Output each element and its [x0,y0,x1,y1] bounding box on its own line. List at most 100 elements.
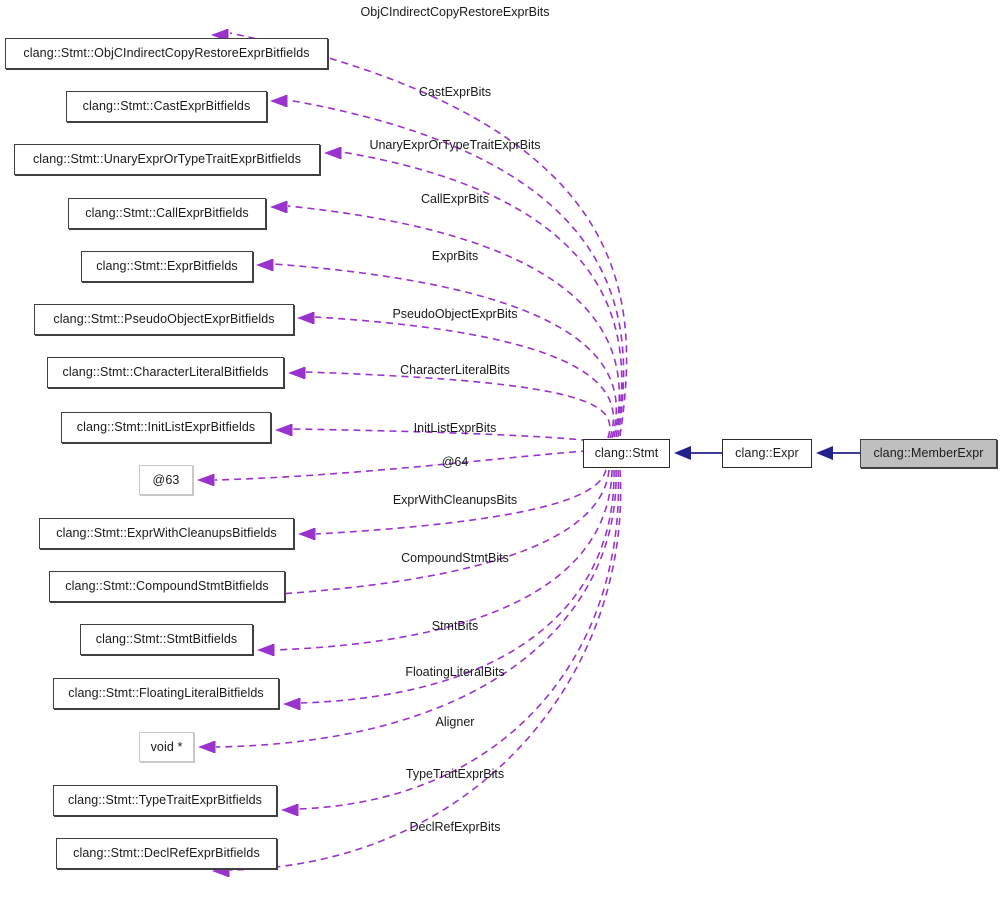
class-node-label: clang::Stmt::ExprWithCleanupsBitfields [56,526,277,541]
class-node-label: clang::Stmt [594,446,659,461]
usage-edge [305,371,611,439]
class-node-label: clang::Stmt::DeclRefExprBitfields [73,846,260,861]
usage-edge [246,469,610,597]
class-node-at63[interactable]: @63 [139,465,193,495]
usage-edge [315,469,607,535]
edge-label-typetrait: TypeTraitExprBits [405,766,505,781]
usage-edge [229,32,628,437]
usage-edge-layer [214,32,628,871]
class-node-unary[interactable]: clang::Stmt::UnaryExprOrTypeTraitExprBit… [14,144,320,175]
edge-label-unary: UnaryExprOrTypeTraitExprBits [369,137,541,152]
edge-label-initlist: InitListExprBits [413,420,497,435]
usage-arrow-bar-icon [271,259,274,271]
usage-arrow-bar-icon [285,95,288,107]
usage-edge [300,469,615,704]
usage-edge [229,469,622,871]
usage-arrow-bar-icon [212,474,215,486]
class-node-label: clang::Expr [735,446,799,461]
usage-arrowhead-icon [275,424,291,436]
class-node-label: clang::Stmt::PseudoObjectExprBitfields [53,312,275,327]
usage-arrowhead-icon [198,741,214,753]
usage-arrowhead-icon [281,804,297,816]
usage-arrowhead-icon [270,95,286,107]
edge-label-voidptr: Aligner [435,714,475,729]
class-node-ewc[interactable]: clang::Stmt::ExprWithCleanupsBitfields [39,518,294,549]
usage-arrow-bar-icon [298,698,301,710]
class-node-label: clang::Stmt::CompoundStmtBitfields [65,579,269,594]
inheritance-edge-layer [674,446,860,460]
edge-label-objc: ObjCIndirectCopyRestoreExprBits [360,4,550,19]
edge-label-compound: CompoundStmtBits [401,550,509,565]
class-node-floatlit[interactable]: clang::Stmt::FloatingLiteralBitfields [53,678,279,709]
class-node-call[interactable]: clang::Stmt::CallExprBitfields [68,198,266,229]
usage-edge [287,205,621,438]
usage-arrow-bar-icon [303,367,306,379]
class-node-declref[interactable]: clang::Stmt::DeclRefExprBitfields [56,838,277,869]
class-node-objc[interactable]: clang::Stmt::ObjCIndirectCopyRestoreExpr… [5,38,328,69]
usage-edge [214,449,601,481]
usage-arrow-bar-icon [272,644,275,656]
class-node-stmt[interactable]: clang::Stmt [583,439,670,468]
edge-label-stmtbf: StmtBits [431,618,479,633]
usage-edge [298,469,620,810]
usage-arrowhead-icon [256,259,272,271]
class-node-pseudo[interactable]: clang::Stmt::PseudoObjectExprBitfields [34,304,294,335]
usage-arrowhead-icon [288,367,304,379]
class-node-expr[interactable]: clang::Stmt::ExprBitfields [81,251,253,282]
usage-arrow-bar-icon [213,741,216,753]
class-node-label: clang::Stmt::CastExprBitfields [82,99,251,114]
class-node-label: clang::Stmt::ObjCIndirectCopyRestoreExpr… [23,46,310,61]
class-node-label: clang::Stmt::InitListExprBitfields [76,420,256,435]
class-node-initlist[interactable]: clang::Stmt::InitListExprBitfields [61,412,271,443]
usage-arrow-bar-icon [227,865,230,877]
class-node-typetrait[interactable]: clang::Stmt::TypeTraitExprBitfields [53,785,277,816]
class-node-voidptr[interactable]: void * [139,732,194,762]
class-node-exprnode[interactable]: clang::Expr [722,439,812,468]
class-node-label: clang::Stmt::TypeTraitExprBitfields [67,793,263,808]
usage-arrow-bar-icon [296,804,299,816]
usage-arrowhead-icon [298,528,314,540]
class-node-label: clang::Stmt::CharacterLiteralBitfields [62,365,269,380]
inheritance-arrowhead-icon [674,446,691,460]
class-node-label: void * [150,739,183,754]
edge-label-ewc: ExprWithCleanupsBits [392,492,518,507]
usage-arrowhead-icon [270,201,286,213]
class-node-label: clang::Stmt::CallExprBitfields [85,206,249,221]
class-node-member[interactable]: clang::MemberExpr [860,439,997,468]
class-node-label: clang::Stmt::StmtBitfields [95,632,238,647]
class-node-label: clang::MemberExpr [873,446,984,461]
class-node-label: clang::Stmt::ExprBitfields [96,259,238,274]
edge-label-at63: @64 [441,454,469,469]
usage-arrowhead-icon [197,474,213,486]
usage-arrowhead-icon [283,698,299,710]
usage-arrow-bar-icon [285,201,288,213]
edge-label-charlit: CharacterLiteralBits [400,362,510,377]
edge-label-pseudo: PseudoObjectExprBits [392,306,518,321]
usage-edge [287,99,625,438]
class-node-charlit[interactable]: clang::Stmt::CharacterLiteralBitfields [47,357,284,388]
edge-label-call: CallExprBits [420,191,490,206]
class-node-label: clang::Stmt::UnaryExprOrTypeTraitExprBit… [32,152,302,167]
usage-arrowhead-icon [324,147,340,159]
usage-arrow-bar-icon [226,29,229,41]
usage-edge [273,263,618,439]
usage-edge [215,469,617,748]
usage-arrow-bar-icon [290,424,293,436]
usage-arrow-bar-icon [312,312,315,324]
usage-arrow-bar-icon [339,147,342,159]
edge-label-expr: ExprBits [431,248,479,263]
usage-arrow-bar-icon [313,528,316,540]
class-node-compound[interactable]: clang::Stmt::CompoundStmtBitfields [49,571,285,602]
edge-label-floatlit: FloatingLiteralBits [405,664,505,679]
usage-arrowhead-icon [257,644,273,656]
class-node-label: @63 [152,472,180,487]
class-node-cast[interactable]: clang::Stmt::CastExprBitfields [66,91,267,122]
usage-edge [314,316,615,439]
class-node-stmtbf[interactable]: clang::Stmt::StmtBitfields [80,624,253,655]
edge-label-declref: DeclRefExprBits [409,819,501,834]
edge-label-cast: CastExprBits [418,84,492,99]
usage-arrowhead-icon [297,312,313,324]
class-node-label: clang::Stmt::FloatingLiteralBitfields [68,686,264,701]
